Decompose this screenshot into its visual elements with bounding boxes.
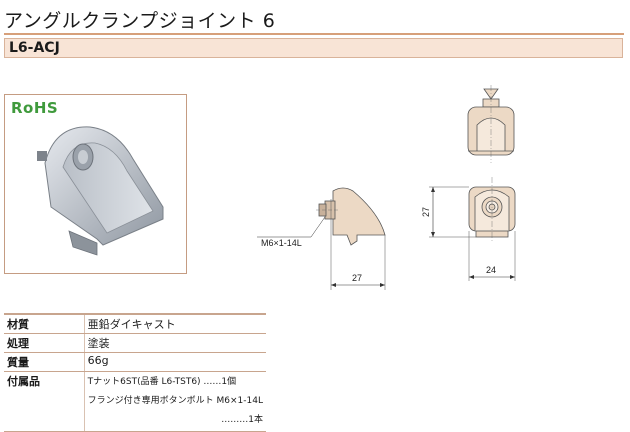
side-width-dimension: 27 [352,273,362,283]
spec-value-finish: 塗装 [83,333,266,353]
product-photo: RoHS [4,94,187,274]
model-number: L6-ACJ [4,38,623,58]
bolt-callout: M6×1-14L [261,238,302,248]
front-height-dimension: 27 [421,207,431,217]
technical-drawing: 27 M6×1-14L 27 24 [257,85,516,290]
rohs-badge: RoHS [11,99,59,117]
product-render [37,126,164,256]
table-row: 付属品 Tナット6ST(品番 L6-TST6) ……1個 フランジ付き専用ボタン… [4,371,266,432]
spec-value-mass: 66g [83,352,266,372]
table-row: 処理 塗装 [4,333,266,353]
page-title: アングルクランプジョイント 6 [4,10,276,32]
title-divider [4,33,624,35]
table-row: 材質 亜鉛ダイキャスト [4,313,266,334]
spec-value-material: 亜鉛ダイキャスト [83,313,266,334]
spec-table: 材質 亜鉛ダイキャスト 処理 塗装 質量 66g 付属品 Tナット6ST(品番 … [4,313,266,432]
spec-label-accessories: 付属品 [4,371,85,432]
spec-value-accessories: Tナット6ST(品番 L6-TST6) ……1個 フランジ付き専用ボタンボルト … [83,371,266,432]
front-width-dimension: 24 [486,265,496,275]
spec-label-material: 材質 [4,313,85,334]
spec-label-mass: 質量 [4,352,85,372]
accessory-line: Tナット6ST(品番 L6-TST6) ……1個 [87,377,237,387]
accessory-line: フランジ付き専用ボタンボルト M6×1-14L [87,396,263,406]
spec-label-finish: 処理 [4,333,85,353]
side-view [316,187,386,246]
accessory-line: ………1本 [221,415,263,425]
table-row: 質量 66g [4,352,266,372]
